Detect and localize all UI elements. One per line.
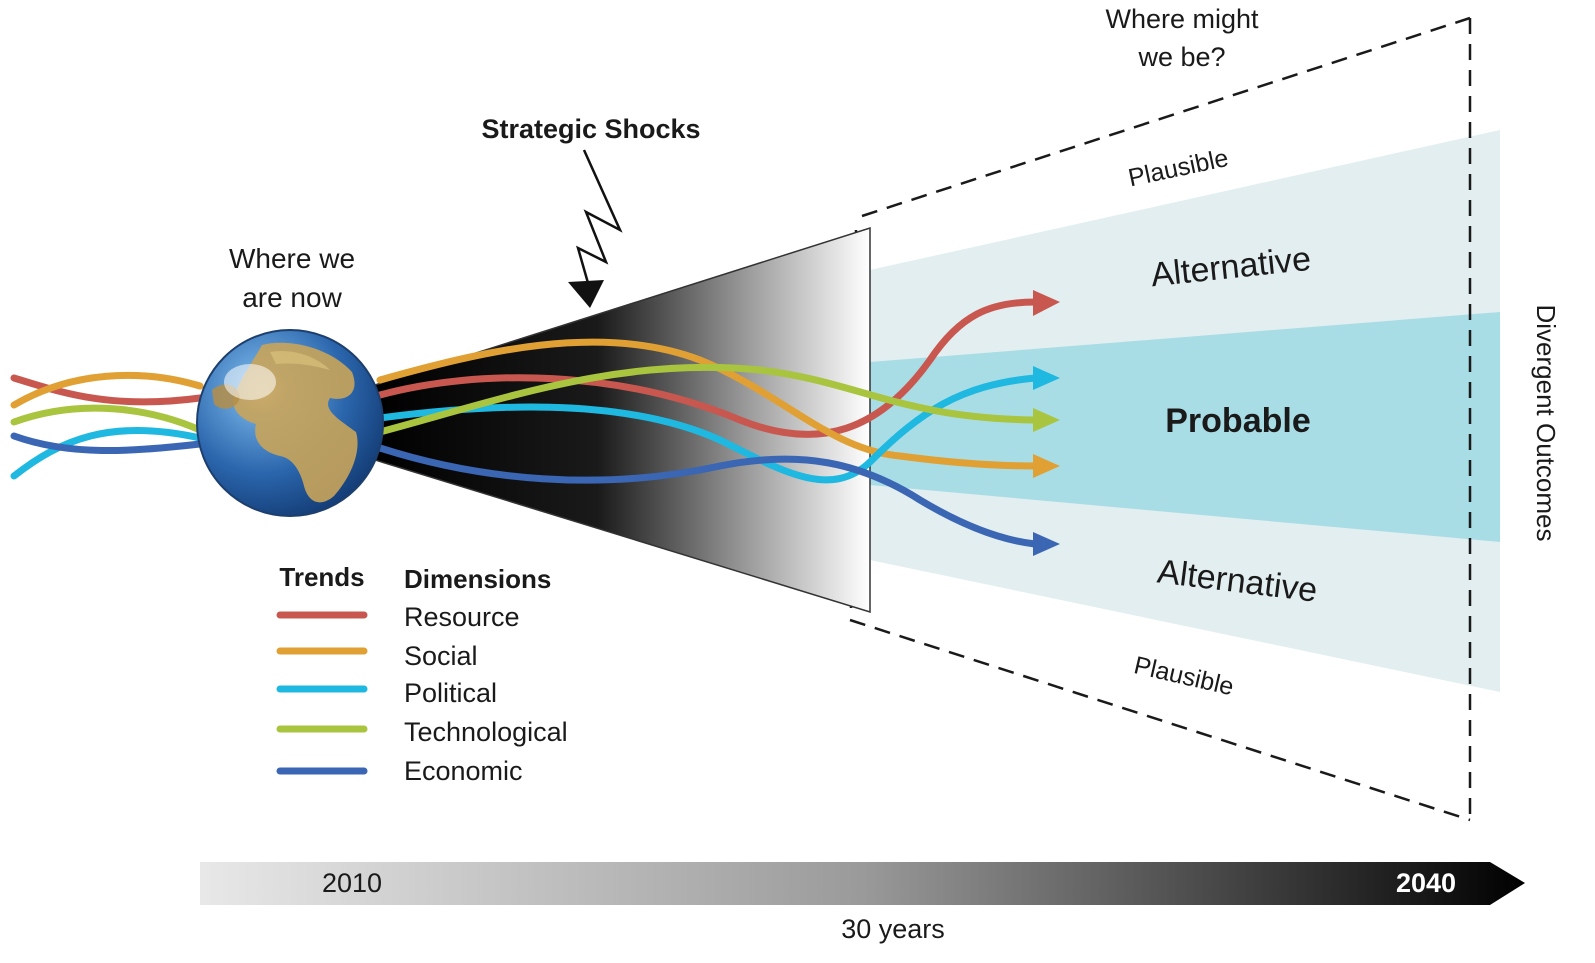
economic-arrowhead: [1033, 532, 1060, 556]
timeline-arrow: 2010 2040 30 years: [200, 862, 1525, 944]
resource-trend-line: [376, 298, 1039, 438]
legend-label-political: Political: [404, 678, 497, 708]
legend-dimensions-header: Dimensions: [404, 564, 551, 594]
outcome-bands: [870, 130, 1500, 692]
timeline-end-label: 2040: [1396, 868, 1456, 898]
legend-trends-header: Trends: [279, 562, 364, 592]
incoming-technological-line: [10, 404, 204, 434]
political-arrowhead: [1033, 366, 1060, 390]
plausible-top-label: Plausible: [1126, 144, 1231, 192]
incoming-trend-lines: [10, 371, 204, 480]
lightning-icon: [568, 149, 623, 308]
where-we-are-now-line2: are now: [242, 282, 342, 313]
incoming-resource-line: [10, 374, 204, 406]
legend-label-social: Social: [404, 641, 478, 671]
timeline-duration-label: 30 years: [841, 914, 945, 944]
incoming-political-line: [10, 426, 204, 480]
globe-icon: [196, 329, 384, 517]
divergent-outcomes-label: Divergent Outcomes: [1531, 305, 1561, 542]
trend-arrowheads: [1033, 290, 1060, 556]
strategic-shocks-label: Strategic Shocks: [481, 114, 700, 144]
technological-trend-line: [376, 363, 1039, 436]
plausible-bottom-label: Plausible: [1131, 651, 1236, 701]
where-might-we-be-line1: Where might: [1105, 4, 1259, 34]
social-trend-line: [376, 338, 1039, 470]
legend-label-resource: Resource: [404, 602, 520, 632]
legend-label-economic: Economic: [404, 756, 523, 786]
social-arrowhead: [1033, 454, 1060, 478]
trend-lines: [376, 298, 1039, 548]
where-we-are-now-line1: Where we: [229, 243, 355, 274]
incoming-social-line: [10, 371, 204, 409]
probable-label: Probable: [1165, 402, 1310, 440]
resource-arrowhead: [1033, 290, 1060, 316]
incoming-economic-line: [10, 432, 204, 455]
legend: Trends Dimensions Resource Social Politi…: [276, 562, 568, 786]
legend-label-technological: Technological: [404, 717, 568, 747]
uncertainty-cone: [374, 226, 871, 614]
where-might-we-be-line2: we be?: [1137, 42, 1225, 72]
band-probable: [870, 312, 1500, 542]
economic-trend-line: [376, 444, 1039, 548]
timeline-start-label: 2010: [322, 868, 382, 898]
technological-arrowhead: [1033, 408, 1060, 432]
